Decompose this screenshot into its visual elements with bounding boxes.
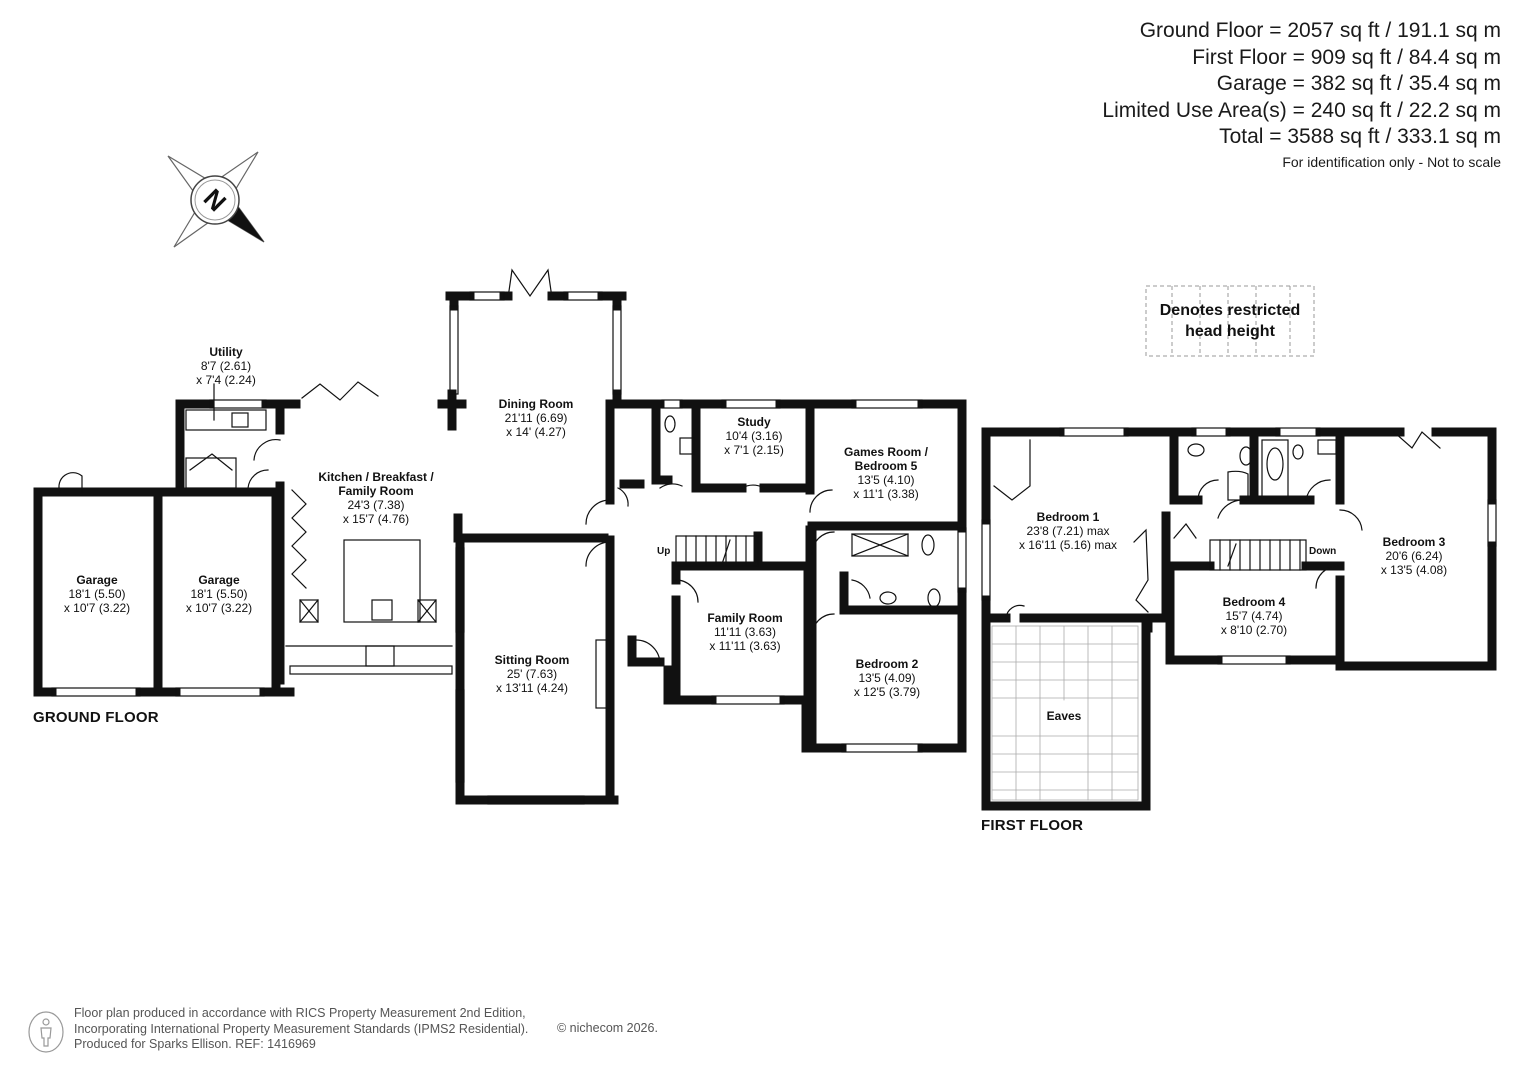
- legend-text: Denotes restricted head height: [1146, 300, 1314, 342]
- ground-floor-title: GROUND FLOOR: [33, 709, 159, 726]
- footer-brand: © nichecom 2026.: [557, 1021, 658, 1035]
- garage-2-label: Garage 18'1 (5.50) x 10'7 (3.22): [186, 573, 252, 615]
- bedroom-3-label: Bedroom 3 20'6 (6.24) x 13'5 (4.08): [1381, 535, 1447, 577]
- room-name: Utility: [209, 345, 243, 359]
- bedroom-1-label: Bedroom 1 23'8 (7.21) max x 16'11 (5.16)…: [1019, 510, 1117, 552]
- garage-area: Garage = 382 sq ft / 35.4 sq m: [1216, 72, 1501, 95]
- room-dim: x 15'7 (4.76): [342, 512, 410, 526]
- kitchen-fittings: [285, 268, 553, 675]
- games-room-label: Games Room / Bedroom 5 13'5 (4.10) x 11'…: [844, 445, 928, 501]
- stairs-down-label: Down: [1309, 546, 1337, 557]
- room-dim: x 12'5 (3.79): [853, 685, 921, 699]
- room-dim: x 13'11 (4.24): [495, 681, 569, 695]
- room-dim: 8'7 (2.61): [200, 359, 252, 373]
- room-name: Dining Room: [498, 397, 574, 411]
- room-name: Bedroom 5: [854, 459, 918, 473]
- area-summary: Ground Floor = 2057 sq ft / 191.1 sq m F…: [1102, 18, 1501, 173]
- room-name: Kitchen / Breakfast /: [318, 470, 434, 484]
- dining-walls: [445, 291, 627, 409]
- room-dim: x 11'1 (3.38): [853, 487, 919, 501]
- footer-line-2: Incorporating International Property Mea…: [74, 1021, 529, 1036]
- kitchen-label: Kitchen / Breakfast / Family Room 24'3 (…: [318, 470, 433, 526]
- room-dim: 23'8 (7.21) max: [1026, 524, 1110, 538]
- room-name: Family Room: [707, 611, 783, 625]
- total-area: Total = 3588 sq ft / 333.1 sq m: [1219, 125, 1501, 148]
- restricted-head-height-legend: [1145, 285, 1315, 357]
- room-name: Bedroom 3: [1382, 535, 1446, 549]
- room-name: Bedroom 2: [855, 657, 919, 671]
- stairs-up-label: Up: [657, 546, 671, 557]
- identification-note: For identification only - Not to scale: [1282, 153, 1501, 170]
- family-room-label: Family Room 11'11 (3.63) x 11'11 (3.63): [707, 611, 782, 653]
- compass-icon: N: [167, 151, 265, 248]
- room-dim: x 13'5 (4.08): [1380, 563, 1448, 577]
- legend-line-2: head height: [1185, 323, 1275, 340]
- room-dim: 13'5 (4.10): [857, 473, 915, 487]
- first-floor-title: FIRST FLOOR: [981, 817, 1084, 834]
- room-name: Eaves: [1046, 709, 1082, 723]
- central-walls: [455, 399, 967, 805]
- room-name: Study: [737, 415, 771, 429]
- footer-line-1: Floor plan produced in accordance with R…: [74, 1006, 526, 1020]
- dining-windows: [449, 291, 622, 395]
- room-dim: x 16'11 (5.16) max: [1018, 538, 1118, 552]
- ground-floor-area: Ground Floor = 2057 sq ft / 191.1 sq m: [1139, 19, 1501, 42]
- room-dim: x 11'11 (3.63): [709, 639, 781, 653]
- utility-label: Utility 8'7 (2.61) x 7'4 (2.24): [196, 345, 256, 387]
- room-dim: 15'7 (4.74): [1225, 609, 1283, 623]
- dining-room-label: Dining Room 21'11 (6.69) x 14' (4.27): [499, 397, 574, 439]
- first-floor-walls: [981, 427, 1497, 811]
- room-dim: 25' (7.63): [506, 667, 558, 681]
- sitting-room-label: Sitting Room 25' (7.63) x 13'11 (4.24): [495, 653, 570, 695]
- room-dim: x 8'10 (2.70): [1220, 623, 1288, 637]
- central-fittings: [455, 399, 967, 805]
- footer-text: Floor plan produced in accordance with R…: [74, 1006, 528, 1053]
- room-name: Games Room /: [843, 445, 929, 459]
- kitchen-walls: [437, 389, 467, 543]
- garage-1-label: Garage 18'1 (5.50) x 10'7 (3.22): [64, 573, 130, 615]
- eaves-restricted-area: [991, 625, 1139, 801]
- person-icon: [28, 1011, 64, 1053]
- room-dim: 21'11 (6.69): [504, 411, 568, 425]
- garage-doors: [51, 472, 265, 697]
- room-name: Garage: [198, 573, 240, 587]
- room-dim: x 14' (4.27): [506, 425, 566, 439]
- study-label: Study 10'4 (3.16) x 7'1 (2.15): [724, 415, 784, 457]
- room-dim: 18'1 (5.50): [68, 587, 126, 601]
- first-floor-fittings: [981, 427, 1497, 665]
- room-dim: 11'11 (3.63): [714, 625, 776, 639]
- room-dim: x 10'7 (3.22): [185, 601, 253, 615]
- utility-walls: [175, 399, 301, 685]
- room-dim: x 7'4 (2.24): [196, 373, 256, 387]
- eaves-label: Eaves: [1047, 709, 1082, 723]
- bedroom-2-label: Bedroom 2 13'5 (4.09) x 12'5 (3.79): [854, 657, 920, 699]
- room-dim: 18'1 (5.50): [190, 587, 248, 601]
- room-dim: 13'5 (4.09): [858, 671, 916, 685]
- utility-fittings: [185, 383, 281, 489]
- room-name: Garage: [76, 573, 118, 587]
- room-dim: 24'3 (7.38): [347, 498, 405, 512]
- bedroom-4-label: Bedroom 4 15'7 (4.74) x 8'10 (2.70): [1221, 595, 1287, 637]
- room-name: Family Room: [338, 484, 414, 498]
- room-dim: x 7'1 (2.15): [724, 443, 784, 457]
- limited-use-area: Limited Use Area(s) = 240 sq ft / 22.2 s…: [1102, 98, 1501, 122]
- room-name: Bedroom 1: [1036, 510, 1100, 524]
- legend-line-1: Denotes restricted: [1159, 302, 1301, 319]
- room-name: Bedroom 4: [1222, 595, 1286, 609]
- room-dim: 20'6 (6.24): [1385, 549, 1443, 563]
- room-name: Sitting Room: [494, 653, 570, 667]
- footer-line-3: Produced for Sparks Ellison. REF: 141696…: [74, 1037, 316, 1051]
- room-dim: 10'4 (3.16): [725, 429, 783, 443]
- room-dim: x 10'7 (3.22): [63, 601, 131, 615]
- first-floor-area: First Floor = 909 sq ft / 84.4 sq m: [1192, 45, 1501, 69]
